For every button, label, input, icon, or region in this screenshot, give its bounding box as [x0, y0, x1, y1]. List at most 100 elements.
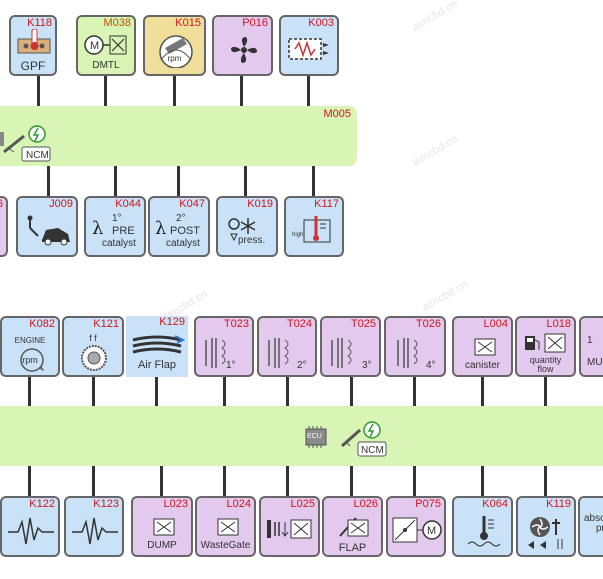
- connector-line: [244, 166, 247, 198]
- component-code: P016: [242, 17, 268, 29]
- component-label: 3°: [362, 360, 372, 371]
- component-t023[interactable]: T023 1°: [194, 316, 254, 377]
- component-l026[interactable]: L026 FLAP: [322, 496, 383, 557]
- component-label: 4°: [426, 360, 436, 371]
- fan-icon: [231, 37, 257, 63]
- component-m038[interactable]: M038 M DMTL: [76, 15, 136, 76]
- engine-rpm-icon: [20, 348, 45, 372]
- connector-line: [481, 466, 484, 498]
- component-t025[interactable]: T025 3°: [320, 316, 381, 377]
- component-k047[interactable]: K047 λ 2° POST catalyst: [148, 196, 210, 257]
- bus-m005: M005 NCM: [0, 106, 357, 166]
- component-partial[interactable]: 6: [0, 196, 8, 257]
- component-label: DMTL: [92, 60, 120, 71]
- component-code: J009: [49, 198, 73, 210]
- component-k129[interactable]: K129 Air Flap: [126, 316, 188, 377]
- component-k003[interactable]: K003: [279, 15, 339, 76]
- component-k044[interactable]: K044 λ 1° PRE catalyst: [84, 196, 146, 257]
- component-label: catalyst: [166, 238, 200, 249]
- valve-icon: [153, 518, 175, 536]
- svg-text:M: M: [427, 525, 436, 537]
- component-k019[interactable]: K019 press.: [216, 196, 278, 257]
- connector-line: [544, 376, 547, 408]
- component-label: canister: [464, 360, 500, 371]
- component-label: high: [292, 232, 304, 238]
- component-k118[interactable]: K118 GPF: [9, 15, 57, 76]
- component-code: K123: [93, 498, 119, 510]
- component-label: FLAP: [338, 542, 367, 554]
- component-code: L018: [546, 318, 571, 330]
- component-label: 2°: [297, 360, 307, 371]
- component-k123[interactable]: K123: [64, 496, 124, 557]
- component-k015[interactable]: K015 rpm: [143, 15, 206, 76]
- component-label: 1°: [226, 360, 236, 371]
- ignition-coil-icon: [331, 338, 352, 368]
- rpm-sensor-icon: [159, 35, 193, 68]
- ncm-label: NCM: [26, 150, 49, 161]
- component-k117[interactable]: K117 high: [284, 196, 344, 257]
- component-p075[interactable]: P075 M: [386, 496, 446, 557]
- component-t026[interactable]: T026 4°: [384, 316, 446, 377]
- component-k119[interactable]: K119: [516, 496, 576, 557]
- component-label: WasteGate: [200, 540, 251, 551]
- connector-line: [92, 376, 95, 408]
- ignition-coil-icon: [397, 338, 418, 368]
- connector-line: [114, 166, 117, 198]
- ecu-icon: [305, 426, 327, 448]
- component-partial-right[interactable]: abso pr: [578, 496, 603, 557]
- lambda-icon: λ: [155, 218, 167, 239]
- component-t024[interactable]: T024 2°: [257, 316, 317, 377]
- component-code: T026: [415, 318, 441, 330]
- connector-line: [223, 376, 226, 408]
- component-label: ENGINE: [14, 336, 46, 345]
- flap-valve-icon: [339, 517, 369, 537]
- turbo-sensor-icon: [528, 517, 563, 549]
- component-code: L004: [483, 318, 508, 330]
- connector-line: [28, 466, 31, 498]
- connector-line: [37, 75, 40, 107]
- component-code: K119: [546, 498, 571, 510]
- component-j009[interactable]: J009: [16, 196, 78, 257]
- air-flap-icon: [132, 335, 185, 354]
- component-l018[interactable]: L018 quantity flow: [515, 316, 576, 377]
- injector-icon: [341, 421, 387, 457]
- component-code: K117: [314, 198, 339, 210]
- component-label: MU: [587, 357, 603, 368]
- ecu-label: ECU: [307, 433, 322, 440]
- component-code: K121: [93, 318, 119, 330]
- watermark: aimcbd.cn: [410, 133, 460, 169]
- component-code: L026: [353, 498, 378, 510]
- component-label: rpm: [22, 355, 38, 365]
- bus-lower: ECU NCM: [0, 406, 603, 466]
- component-label: quantity: [529, 355, 562, 365]
- valve-icon: [474, 338, 496, 356]
- connector-line: [350, 376, 353, 408]
- component-k064[interactable]: K064: [452, 496, 513, 557]
- bus-code: M005: [323, 108, 351, 120]
- component-k082[interactable]: K082 ENGINE rpm: [0, 316, 60, 377]
- component-l025[interactable]: L025: [259, 496, 320, 557]
- coolant-level-icon: [303, 216, 331, 243]
- component-code: 6: [0, 198, 3, 211]
- component-code: K118: [27, 17, 52, 29]
- watermark: aimcbd.cn: [410, 0, 460, 34]
- connector-line: [104, 75, 107, 107]
- ecu-ncm-icon: [0, 125, 51, 162]
- component-label: GPF: [20, 59, 46, 73]
- component-l004[interactable]: L004 canister: [452, 316, 513, 377]
- component-k121[interactable]: K121 f f: [62, 316, 124, 377]
- component-partial-right[interactable]: 1 MU: [579, 316, 603, 377]
- component-p016[interactable]: P016: [212, 15, 273, 76]
- component-code: K003: [308, 17, 334, 29]
- component-label: catalyst: [102, 238, 136, 249]
- temperature-sensor-icon: [467, 516, 501, 547]
- waveform-icon: [72, 517, 118, 545]
- component-l023[interactable]: L023 DUMP: [131, 496, 193, 557]
- component-l024[interactable]: L024 WasteGate: [195, 496, 256, 557]
- connector-line: [413, 376, 416, 408]
- component-k122[interactable]: K122: [0, 496, 60, 557]
- component-code: K064: [482, 498, 508, 510]
- connector-line: [350, 466, 353, 498]
- thermometer-filter-icon: [17, 29, 51, 54]
- component-label: flow: [537, 364, 554, 374]
